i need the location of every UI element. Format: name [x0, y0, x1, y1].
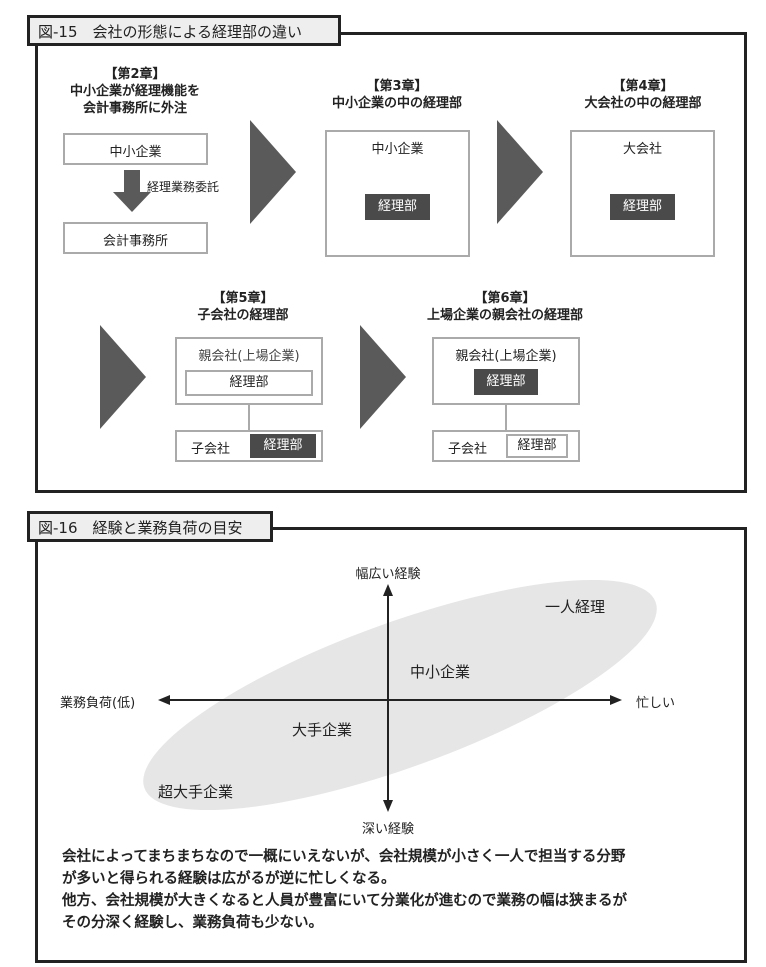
connector-line	[505, 405, 507, 430]
subsidiary-box: 子会社 経理部	[175, 430, 323, 462]
parent-company-box: 親会社(上場企業) 経理部	[175, 337, 323, 405]
figure-15-title: 図-15 会社の形態による経理部の違い	[27, 15, 341, 46]
chapter-title: 上場企業の親会社の経理部	[426, 308, 584, 323]
label-very-large-company: 超大手企業	[158, 783, 234, 801]
label-solo-accounting: 一人経理	[545, 598, 606, 616]
chapter-label: 【第3章】	[366, 79, 428, 94]
accounting-dept-badge: 経理部	[365, 194, 430, 220]
parent-label: 親会社(上場企業)	[455, 349, 557, 364]
sme-company-box: 中小企業 経理部	[325, 130, 470, 257]
down-arrow-icon	[124, 170, 140, 192]
accounting-dept-outline: 経理部	[185, 370, 313, 396]
label-sme: 中小企業	[410, 663, 471, 681]
sme-box: 中小企業	[63, 133, 208, 165]
down-arrow-head-icon	[113, 192, 151, 212]
arrow-right-icon	[610, 695, 622, 705]
accounting-dept-badge: 経理部	[610, 194, 675, 220]
distribution-ellipse	[143, 579, 657, 811]
parent-company-box: 親会社(上場企業) 経理部	[432, 337, 580, 405]
chapter-label: 【第6章】	[474, 291, 536, 306]
accounting-firm-label: 会計事務所	[102, 234, 168, 249]
chapter-title: 子会社の経理部	[197, 308, 289, 323]
chapter-title-line1: 中小企業が経理機能を	[69, 84, 201, 99]
chapter-6-heading: 【第6章】 上場企業の親会社の経理部	[427, 290, 583, 324]
accounting-dept-badge: 経理部	[474, 369, 538, 395]
chapter-2-heading: 【第2章】 中小企業が経理機能を 会計事務所に外注	[70, 66, 200, 117]
arrow-down-icon	[383, 800, 393, 812]
chapter-3-heading: 【第3章】 中小企業の中の経理部	[332, 78, 462, 112]
parent-label: 親会社(上場企業)	[198, 349, 300, 364]
explanation-paragraph: 会社によってまちまちなので一概にいえないが、会社規模が小さく一人で担当する分野 …	[62, 846, 732, 934]
arrow-up-icon	[383, 584, 393, 596]
chevron-right-icon	[360, 325, 406, 429]
subsidiary-box: 子会社 経理部	[432, 430, 580, 462]
subsidiary-label: 子会社	[191, 442, 231, 457]
axis-bottom-label: 深い経験	[361, 822, 415, 837]
connector-line	[248, 405, 250, 430]
paragraph-line: が多いと得られる経験は広がるが逆に忙しくなる。	[62, 871, 396, 887]
paragraph-line: 他方、会社規模が大きくなると人員が豊富にいて分業化が進むので業務の幅は狭まるが	[62, 893, 628, 909]
accounting-firm-box: 会計事務所	[63, 222, 208, 254]
chapter-label: 【第2章】	[104, 67, 166, 82]
arrow-label: 経理業務委託	[147, 180, 220, 194]
chapter-label: 【第4章】	[612, 79, 674, 94]
accounting-dept-outline: 経理部	[506, 434, 568, 458]
axis-right-label: 忙しい	[636, 696, 676, 711]
chapter-5-heading: 【第5章】 子会社の経理部	[197, 290, 288, 324]
subsidiary-label: 子会社	[448, 442, 488, 457]
paragraph-line: その分深く経験し、業務負荷も少ない。	[62, 915, 323, 931]
sme-label: 中小企業	[109, 145, 162, 160]
chevron-right-icon	[100, 325, 146, 429]
figure-16-frame	[35, 527, 747, 963]
chevron-right-icon	[497, 120, 543, 224]
axis-left-label: 業務負荷(低)	[60, 696, 136, 711]
company-label: 中小企業	[371, 142, 424, 157]
accounting-dept-badge: 経理部	[250, 434, 316, 458]
chapter-label: 【第5章】	[212, 291, 274, 306]
company-label: 大会社	[622, 142, 662, 157]
figure-16-title: 図-16 経験と業務負荷の目安	[27, 511, 273, 542]
chapter-4-heading: 【第4章】 大会社の中の経理部	[584, 78, 701, 112]
chapter-title: 大会社の中の経理部	[584, 96, 702, 111]
axis-top-label: 幅広い経験	[355, 567, 421, 582]
chapter-title-line2: 会計事務所に外注	[82, 101, 188, 116]
label-large-company: 大手企業	[292, 721, 353, 739]
chevron-right-icon	[250, 120, 296, 224]
arrow-left-icon	[158, 695, 170, 705]
paragraph-line: 会社によってまちまちなので一概にいえないが、会社規模が小さく一人で担当する分野	[62, 849, 626, 865]
figure-15-frame	[35, 32, 747, 493]
large-company-box: 大会社 経理部	[570, 130, 715, 257]
chapter-title: 中小企業の中の経理部	[331, 96, 463, 111]
